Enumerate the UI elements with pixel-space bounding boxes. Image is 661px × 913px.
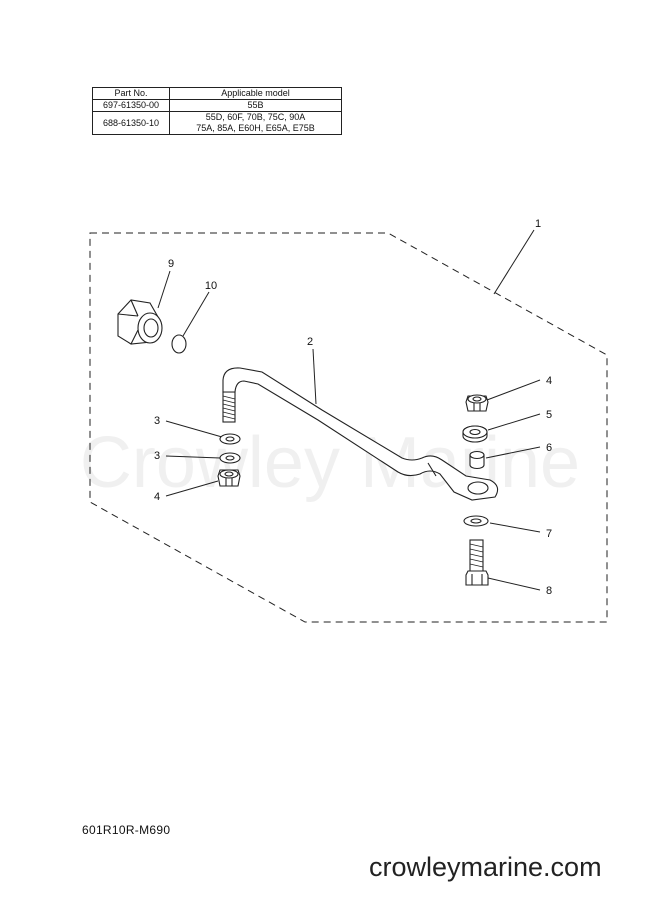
o-ring-part-10 (171, 334, 187, 354)
washer-part-3 (219, 452, 241, 464)
washer-part-7 (463, 515, 489, 527)
callout-8: 8 (546, 585, 552, 597)
site-url: crowleymarine.com (369, 852, 602, 882)
callout-9: 9 (168, 258, 174, 270)
table-row: 697-61350-00 55B (92, 99, 342, 112)
callout-4: 4 (546, 375, 552, 387)
bushing-part-9 (117, 299, 163, 345)
figure-code: 601R10R-M690 (82, 823, 171, 837)
callout-3: 3 (154, 415, 160, 427)
nut-part-4 (465, 394, 489, 412)
link-rod-part-2 (222, 367, 499, 501)
table-row: 688-61350-10 55D, 60F, 70B, 75C, 90A 75A… (92, 111, 342, 135)
model-line: 75A, 85A, E60H, E65A, E75B (196, 123, 315, 133)
callout-3: 3 (154, 450, 160, 462)
callout-6: 6 (546, 442, 552, 454)
callout-1: 1 (535, 218, 541, 230)
applicable-model-table: Part No. Applicable model 697-61350-00 5… (92, 87, 342, 135)
model-cell: 55D, 60F, 70B, 75C, 90A 75A, 85A, E60H, … (169, 111, 342, 135)
washer-part-3 (219, 433, 241, 445)
washer-part-5 (462, 425, 488, 443)
leader-lines (157, 229, 541, 591)
nut-part-4 (217, 469, 241, 487)
collar-part-6 (469, 450, 485, 470)
callout-4: 4 (154, 491, 160, 503)
callout-5: 5 (546, 409, 552, 421)
callout-7: 7 (546, 528, 552, 540)
callout-10: 10 (205, 280, 217, 292)
model-line: 55D, 60F, 70B, 75C, 90A (205, 112, 306, 122)
callout-2: 2 (307, 336, 313, 348)
bolt-part-8 (465, 539, 489, 586)
